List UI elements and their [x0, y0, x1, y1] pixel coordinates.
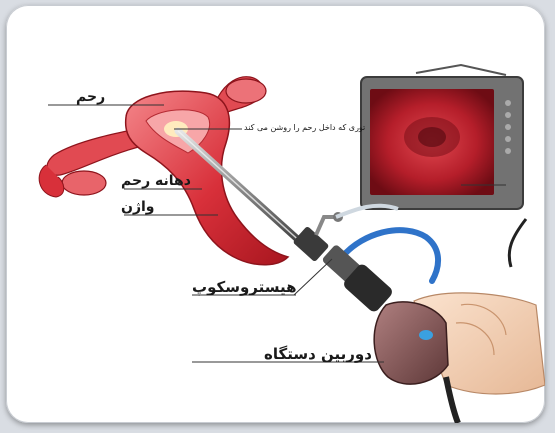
tube-note-label: توری که داخل رحم را روشن می کند [244, 123, 365, 132]
vagina-label: واژن [121, 199, 155, 215]
monitor-cable [509, 219, 526, 267]
cervix-label: دهانه رحم [121, 173, 191, 189]
right-ovary [226, 79, 266, 103]
camera-body [374, 302, 448, 384]
uterus-label: رحم [76, 89, 105, 105]
outflow-tube [336, 206, 398, 217]
scope-connector [292, 226, 329, 262]
camera-assembly [374, 293, 545, 423]
camera-button [419, 330, 433, 340]
monitor [361, 65, 526, 267]
diagram-frame: رحم توری که داخل رحم را روشن می کند دهان… [6, 5, 545, 423]
hysteroscope-label: هیستروسکوپ [192, 278, 297, 296]
camera-label: دوربین دستگاه [264, 345, 372, 363]
monitor-handle [416, 65, 506, 75]
irrigation-valve [316, 217, 336, 235]
left-ovary [62, 171, 106, 195]
